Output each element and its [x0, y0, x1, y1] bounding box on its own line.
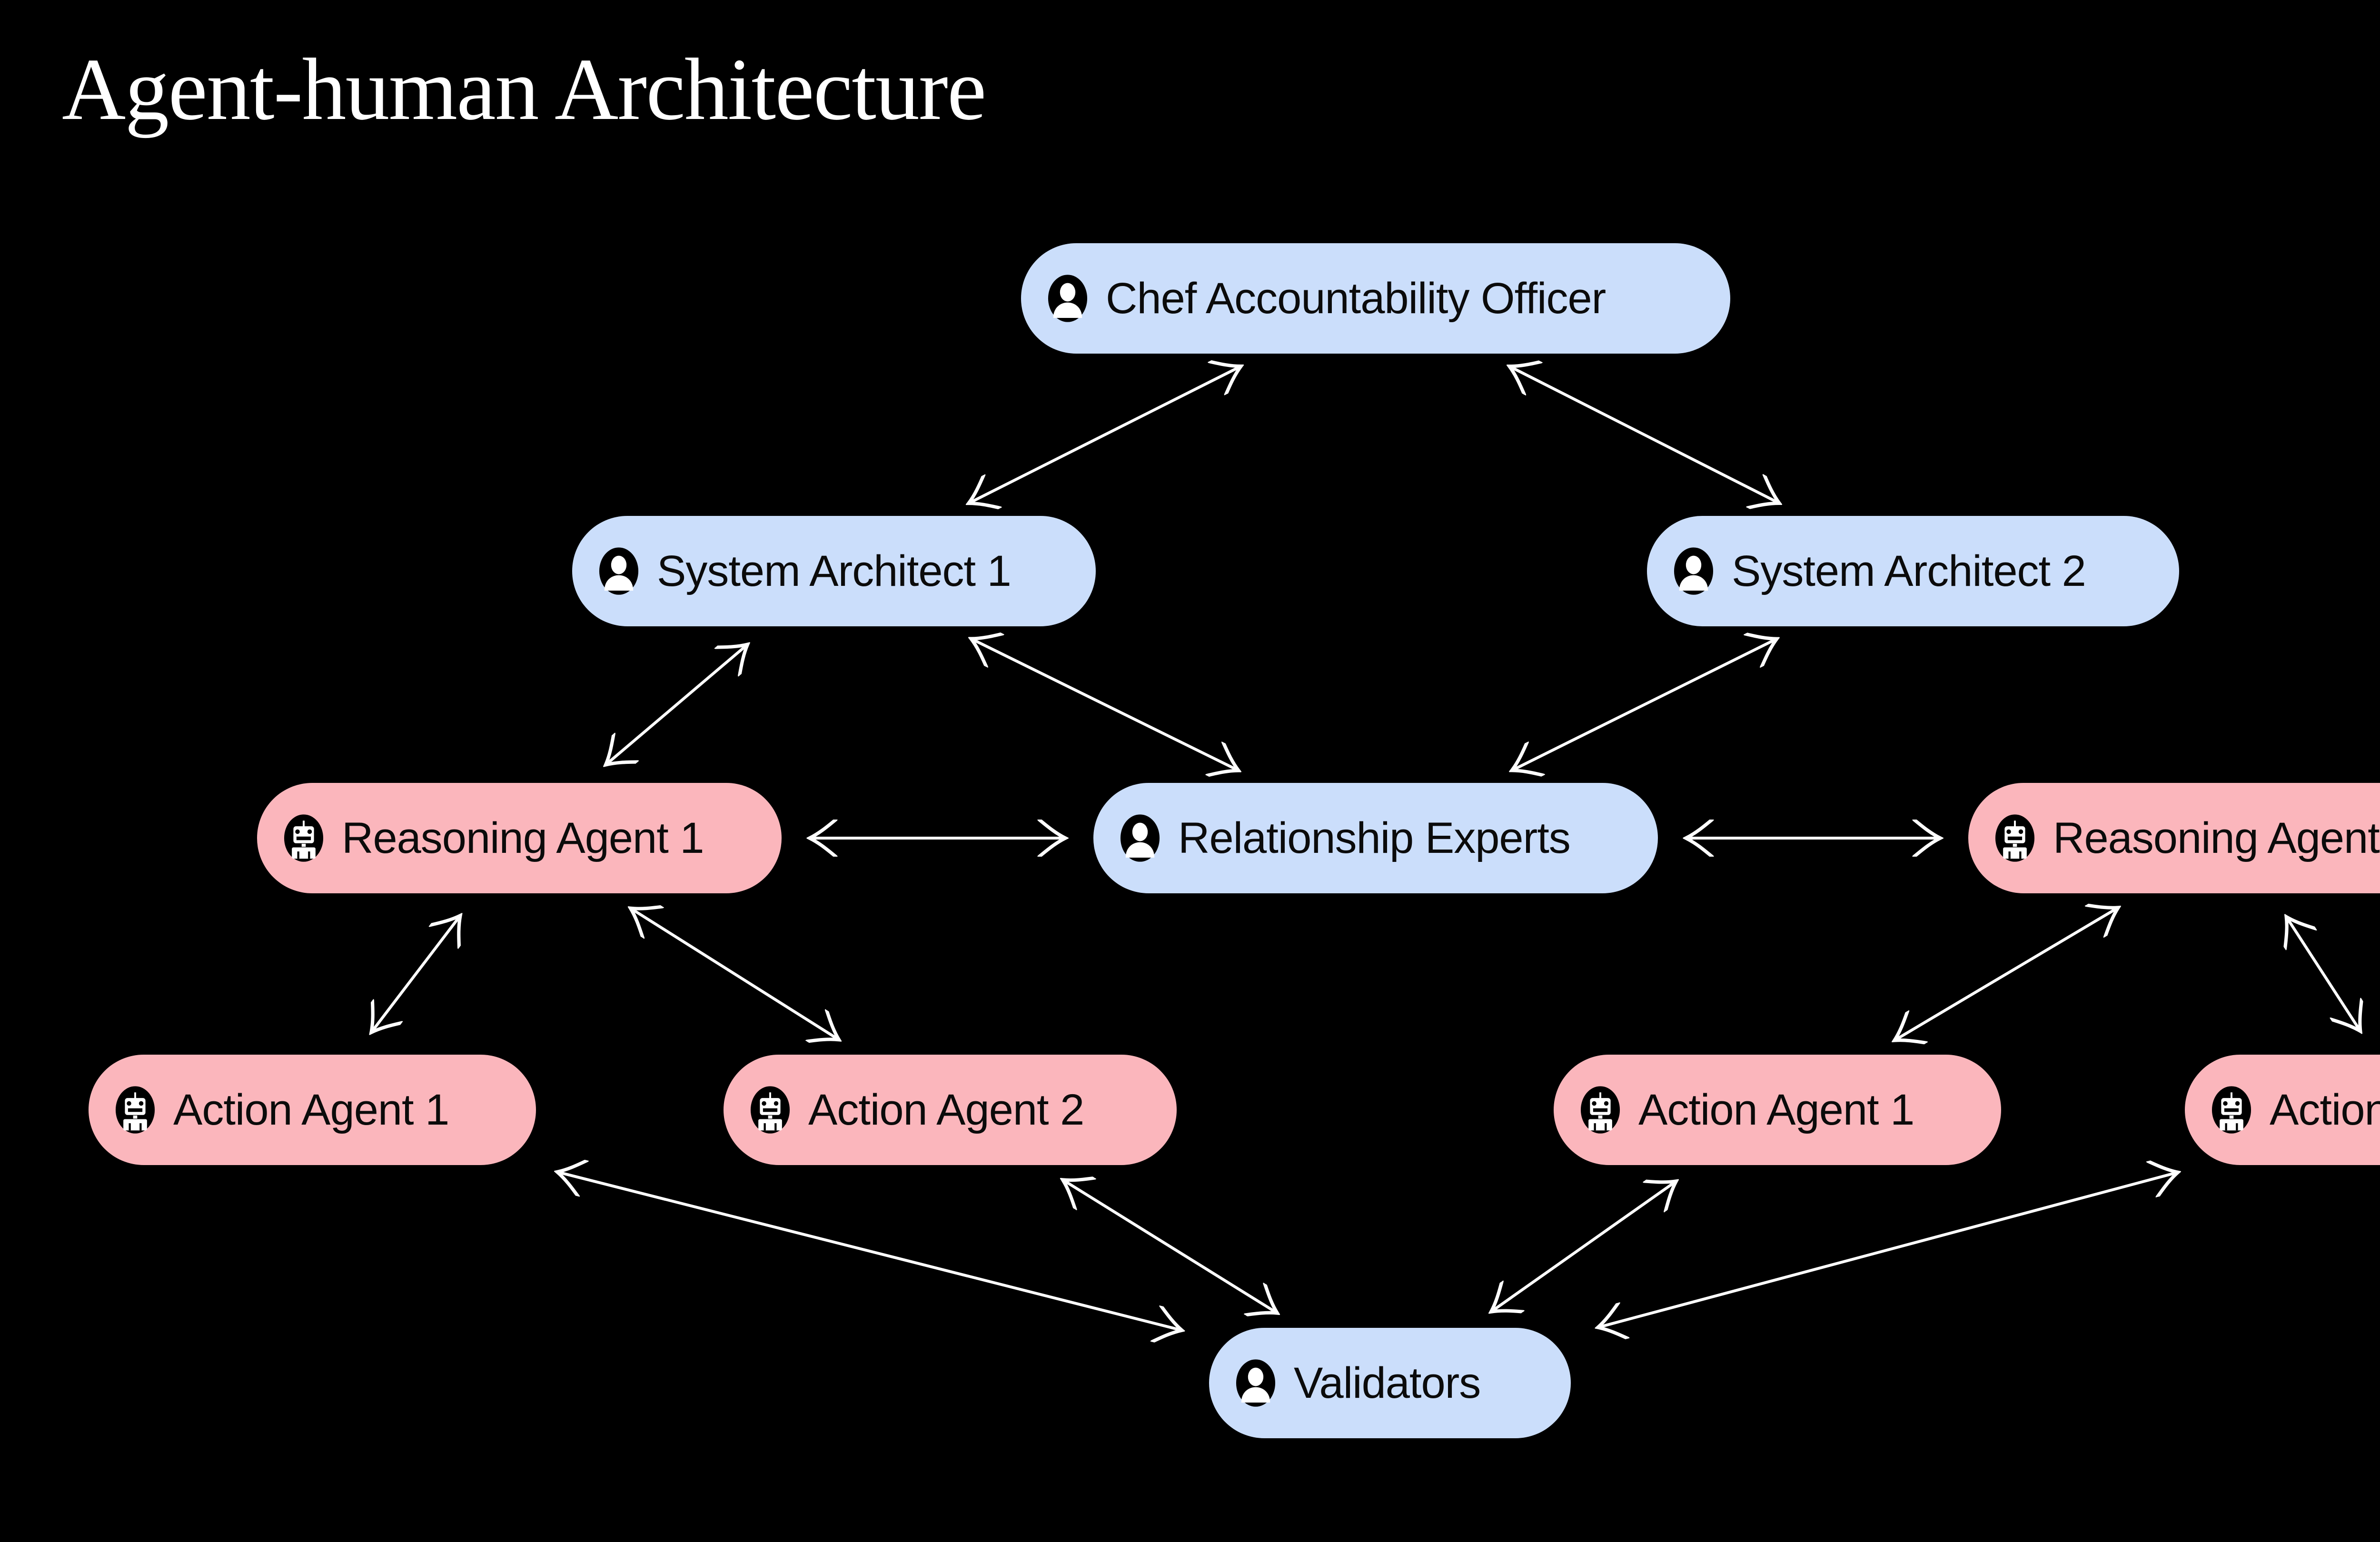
- diagram-node-aa2b[interactable]: Action Agent 2: [2185, 1055, 2380, 1165]
- robot-icon: [1580, 1086, 1620, 1134]
- diagram-node-label: Action Agent 1: [173, 1086, 449, 1134]
- diagram-node-val[interactable]: Validators: [1209, 1328, 1571, 1438]
- diagram-node-label: System Architect 1: [657, 547, 1012, 595]
- diagram-edge-ra2-aa2b: [2287, 918, 2360, 1030]
- person-icon: [1236, 1359, 1276, 1407]
- robot-icon: [2211, 1086, 2251, 1134]
- diagram-edge-cao-sa1: [970, 367, 1240, 503]
- diagram-edge-cao-sa2: [1511, 367, 1778, 503]
- diagram-edge-aa2b-val: [1599, 1173, 2177, 1327]
- diagram-node-label: Chef Accountability Officer: [1106, 274, 1606, 323]
- diagram-node-aa1b[interactable]: Action Agent 1: [1554, 1055, 2001, 1165]
- diagram-edge-aa1a-val: [559, 1172, 1180, 1330]
- person-icon: [1674, 547, 1714, 595]
- diagram-node-label: Validators: [1294, 1359, 1481, 1407]
- robot-icon: [750, 1086, 790, 1134]
- page-title: Agent-human Architecture: [62, 40, 986, 138]
- diagram-node-label: Action Agent 2: [808, 1086, 1084, 1134]
- diagram-edge-sa2-rex: [1513, 640, 1775, 770]
- robot-icon: [284, 814, 324, 862]
- diagram-edge-ra1-aa2a: [632, 909, 837, 1039]
- diagram-edge-aa2a-val: [1064, 1181, 1276, 1313]
- diagram-edge-sa1-ra1: [607, 645, 746, 764]
- diagram-edge-ra2-aa1b: [1896, 909, 2117, 1040]
- diagram-node-label: Relationship Experts: [1178, 814, 1571, 862]
- diagram-node-label: Reasoning Agent 2: [2053, 814, 2380, 862]
- diagram-node-ra2[interactable]: Reasoning Agent 2: [1968, 783, 2380, 893]
- diagram-node-cao[interactable]: Chef Accountability Officer: [1021, 243, 1730, 354]
- person-icon: [1048, 275, 1088, 322]
- diagram-node-label: Reasoning Agent 1: [342, 814, 704, 862]
- person-icon: [599, 547, 639, 595]
- diagram-node-label: Action Agent 1: [1638, 1086, 1914, 1134]
- diagram-node-ra1[interactable]: Reasoning Agent 1: [257, 783, 782, 893]
- diagram-node-aa1a[interactable]: Action Agent 1: [89, 1055, 536, 1165]
- robot-icon: [115, 1086, 155, 1134]
- diagram-node-label: Action Agent 2: [2270, 1086, 2380, 1134]
- diagram-node-aa2a[interactable]: Action Agent 2: [724, 1055, 1177, 1165]
- diagram-node-rex[interactable]: Relationship Experts: [1093, 783, 1658, 893]
- diagram-node-label: System Architect 2: [1732, 547, 2086, 595]
- diagram-node-sa2[interactable]: System Architect 2: [1647, 516, 2179, 626]
- robot-icon: [1995, 814, 2035, 862]
- diagram-edge-sa1-rex: [972, 639, 1237, 770]
- diagram-edge-aa1b-val: [1492, 1182, 1675, 1311]
- diagram-node-sa1[interactable]: System Architect 1: [572, 516, 1096, 626]
- diagram-edge-ra1-aa1a: [372, 917, 459, 1031]
- person-icon: [1120, 814, 1160, 862]
